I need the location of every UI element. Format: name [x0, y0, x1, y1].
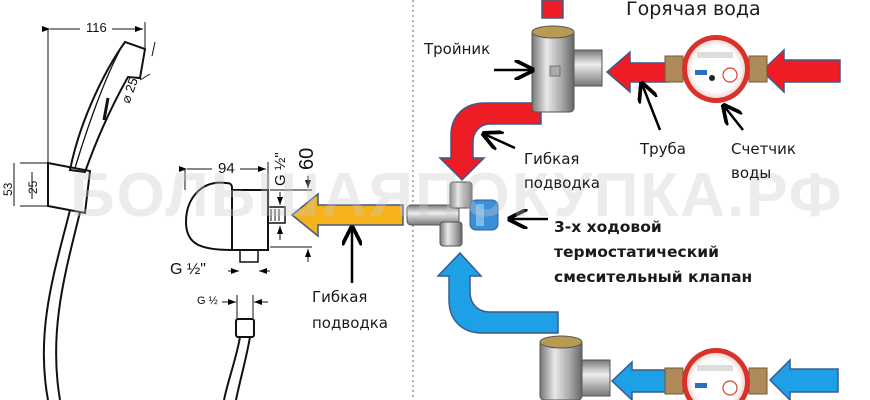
pipe-label: Труба [640, 140, 687, 158]
dim-connector-width: 94 [218, 160, 235, 177]
shower-head-drawing [13, 22, 156, 400]
valve-label-line1: 3-х ходовой [554, 218, 662, 236]
cold-inlet-arrow [768, 358, 839, 400]
cold-water-meter [664, 348, 768, 400]
dim-connector-thread-bottom: G ½" [170, 261, 206, 278]
flex-hose-top-label-line1: Гибкая [524, 150, 580, 168]
hot-flex-arrow [438, 102, 542, 182]
hot-tee-fitting [531, 25, 603, 113]
hot-pipe-top [541, 0, 564, 19]
wall-connector-drawing [179, 162, 312, 274]
dim-holder-inner: 25 [26, 180, 40, 194]
cold-flex-arrow [436, 251, 559, 334]
cold-tee-fitting [539, 335, 611, 400]
hot-inlet-arrow [760, 48, 841, 94]
tee-label: Тройник [424, 40, 491, 58]
dim-holder-height: 53 [1, 182, 15, 196]
flex-hose-bottom-label-line2: подводка [312, 314, 388, 332]
flex-hose-bottom-label-line1: Гибкая [312, 288, 368, 306]
water-meter-label-line2: воды [731, 164, 772, 182]
cold-pipe-arrow [610, 360, 669, 400]
flex-hose-top-pointer-arrow [484, 134, 516, 148]
water-meter-label-line1: Счетчик [731, 140, 796, 158]
hot-water-title: Горячая вода [626, 0, 761, 20]
dim-hose-thread: G ½ [197, 295, 218, 307]
meter-pointer-arrow [724, 106, 744, 131]
valve-label-line2: термостатический [554, 243, 719, 261]
thermostatic-valve [406, 181, 499, 247]
dim-connector-height: 60 [296, 147, 318, 170]
mixed-water-arrow [290, 192, 404, 238]
hose-end-drawing [222, 295, 268, 400]
valve-label-line3: смесительный клапан [554, 268, 753, 286]
pipe-pointer-arrow [642, 84, 662, 131]
flex-hose-top-label-line2: подводка [524, 174, 600, 192]
hot-pipe-arrow [605, 50, 669, 94]
dim-shower-width: 116 [86, 20, 107, 35]
hot-water-meter [664, 35, 768, 103]
dim-connector-thread-side: G ½" [272, 152, 289, 186]
